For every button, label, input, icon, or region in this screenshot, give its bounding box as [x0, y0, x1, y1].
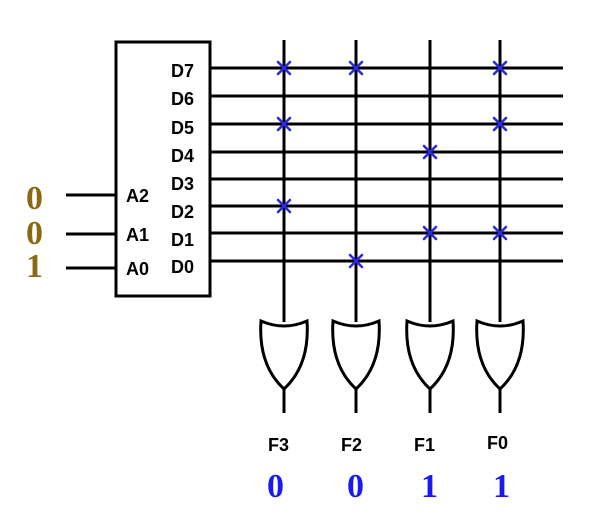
decoder-box	[114, 40, 212, 298]
connection-mark-f0-d7	[492, 60, 508, 76]
connection-mark-f1-d1	[422, 225, 438, 241]
output-label-f1: F1	[414, 435, 435, 455]
output-label-f0: F0	[487, 433, 508, 453]
or-gate-f2	[331, 318, 381, 413]
connection-marks	[276, 60, 508, 269]
output-value-f3: 0	[267, 468, 284, 505]
pin-d0: D0	[171, 257, 194, 277]
connection-mark-f3-d5	[276, 116, 292, 132]
pin-d1: D1	[171, 230, 194, 250]
connection-mark-f2-d7	[348, 60, 364, 76]
connection-mark-f3-d2	[276, 198, 292, 214]
pin-d5: D5	[171, 118, 194, 138]
connection-mark-f0-d5	[492, 116, 508, 132]
pin-a1: A1	[126, 225, 149, 245]
connection-mark-f3-d7	[276, 60, 292, 76]
pin-d3: D3	[171, 174, 194, 194]
address-value-a1: 0	[26, 215, 43, 252]
or-gate-f3	[259, 318, 309, 413]
pin-a2: A2	[126, 186, 149, 206]
output-label-f3: F3	[268, 435, 289, 455]
pin-d2: D2	[171, 202, 194, 222]
connection-mark-f1-d4	[422, 144, 438, 160]
pin-d6: D6	[171, 89, 194, 109]
pin-a0: A0	[126, 259, 149, 279]
pin-d4: D4	[171, 146, 194, 166]
pin-d7: D7	[171, 61, 194, 81]
or-gate-f1	[405, 318, 455, 413]
or-gate-f0	[475, 318, 525, 413]
output-value-f1: 1	[421, 468, 438, 505]
output-value-f2: 0	[347, 468, 364, 505]
output-label-f2: F2	[341, 435, 362, 455]
address-value-a2: 0	[26, 180, 43, 217]
output-value-f0: 1	[493, 468, 510, 505]
connection-mark-f2-d0	[348, 253, 364, 269]
connection-mark-f0-d1	[492, 225, 508, 241]
address-value-a0: 1	[26, 248, 43, 285]
